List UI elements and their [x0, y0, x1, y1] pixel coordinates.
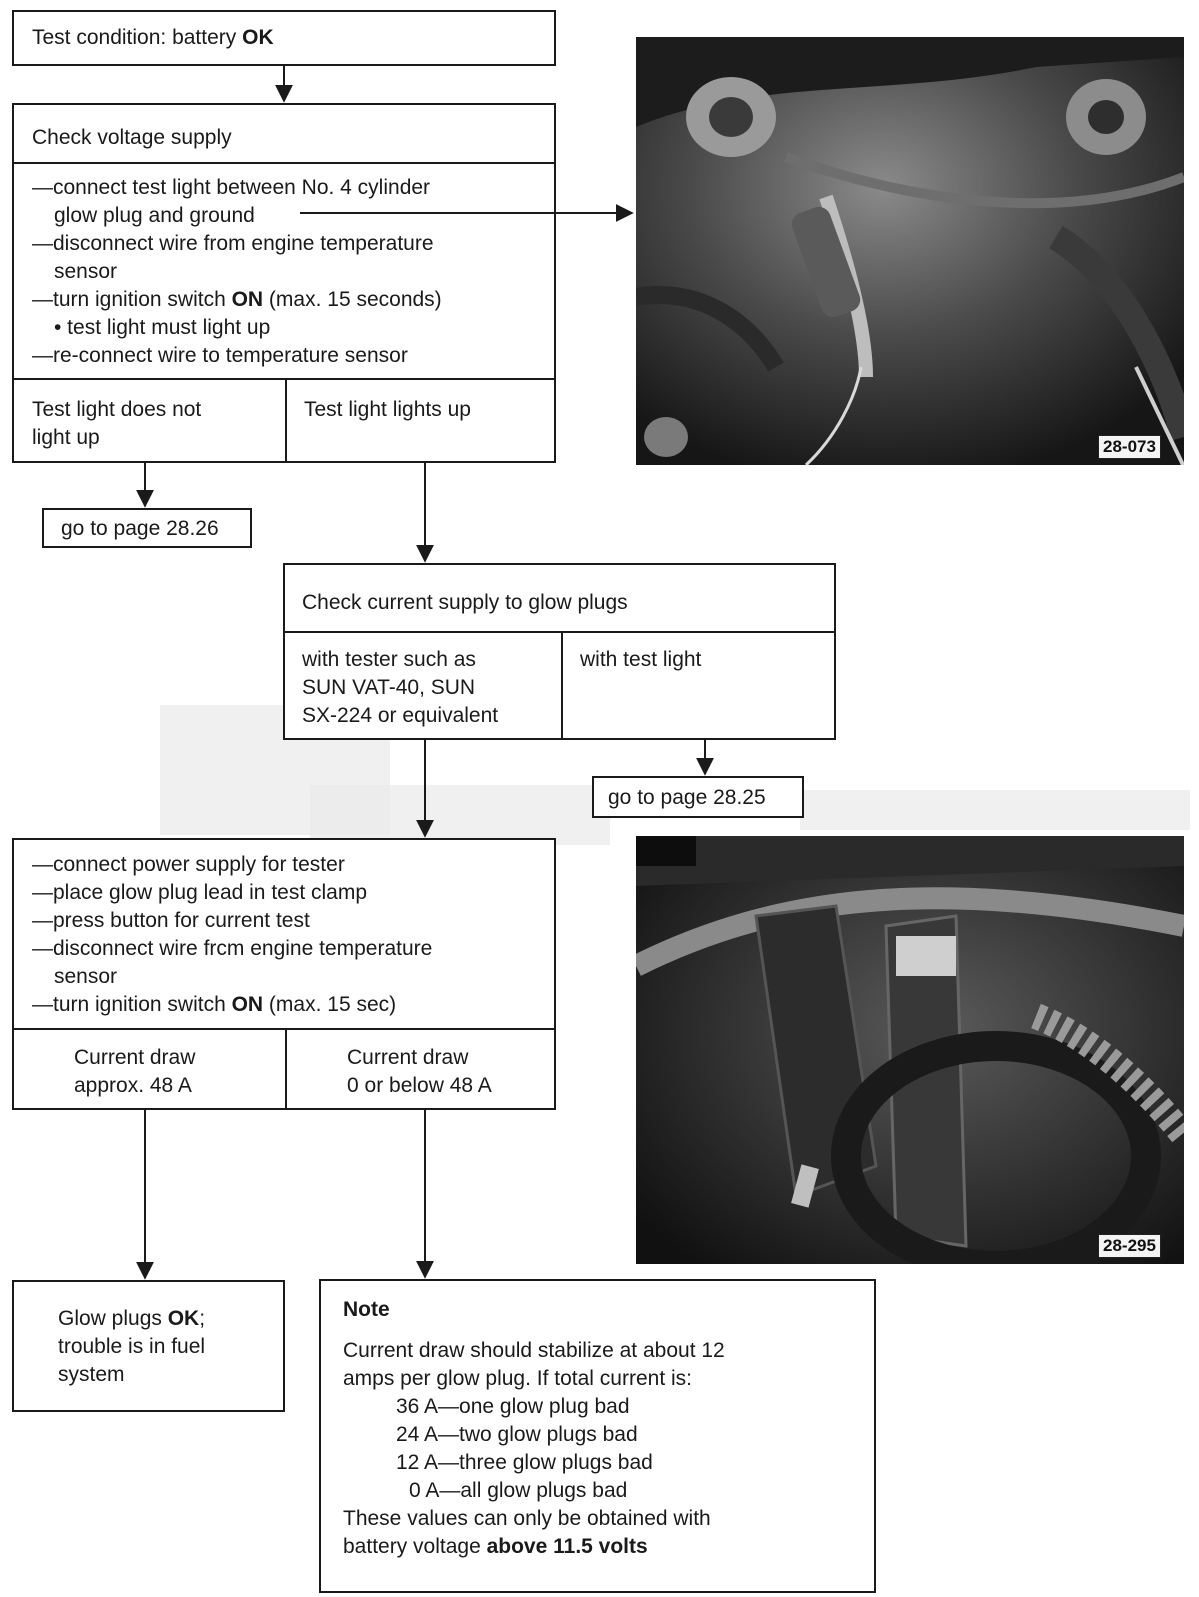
note-box: Note Current draw should stabilize at ab… [319, 1279, 876, 1593]
note-line-2: amps per glow plug. If total current is: [343, 1367, 692, 1390]
current-ok-branch: Current draw [74, 1046, 196, 1069]
branch-lights-up: Test light lights up [304, 398, 471, 421]
note-line-5: 12 A—three glow plugs bad [396, 1451, 653, 1474]
note-line-6: 0 A—all glow plugs bad [409, 1479, 628, 1502]
tester-option: with tester such as [302, 648, 476, 671]
branch-not-light: Test light does not [32, 398, 202, 421]
photo-ref-tag: 28-073 [1098, 435, 1161, 459]
current-ok-branch-cont: approx. 48 A [74, 1074, 192, 1097]
voltage-step-4: —re-connect wire to temperature sensor [32, 344, 408, 367]
note-line-3: 36 A—one glow plug bad [396, 1395, 630, 1418]
divider [285, 631, 834, 633]
check-voltage-title: Check voltage supply [32, 126, 232, 149]
goto-page-2826-text: go to page 28.26 [61, 517, 219, 540]
goto-page-2825-text: go to page 28.25 [608, 786, 766, 809]
glow-ok-line-1: Glow plugs OK; [58, 1307, 206, 1330]
voltage-step-3: —turn ignition switch ON (max. 15 second… [32, 288, 442, 311]
voltage-step-2: —disconnect wire from engine temperature [32, 232, 434, 255]
divider [14, 1028, 554, 1030]
tester-step-3: —press button for current test [32, 909, 310, 932]
divider [14, 378, 554, 380]
note-line-7: These values can only be obtained with [343, 1507, 711, 1530]
check-voltage-box: Check voltage supply —connect test light… [12, 103, 556, 463]
test-condition-box: Test condition: battery OK [12, 10, 556, 66]
note-title: Note [343, 1298, 390, 1321]
tester-step-4: —disconnect wire frcm engine temperature [32, 937, 433, 960]
divider [561, 631, 563, 738]
voltage-step-1-cont: glow plug and ground [54, 204, 255, 227]
scan-stain [800, 790, 1190, 830]
check-current-title: Check current supply to glow plugs [302, 591, 628, 614]
glow-plug-test-light-photo: 28-073 [636, 37, 1184, 465]
tester-steps-box: —connect power supply for tester —place … [12, 838, 556, 1110]
divider [285, 378, 287, 461]
test-light-option: with test light [580, 648, 702, 671]
tester-option-cont-2: SX-224 or equivalent [302, 704, 499, 727]
tester-step-2: —place glow plug lead in test clamp [32, 881, 368, 904]
glow-ok-line-2: trouble is in fuel [58, 1335, 206, 1358]
tester-option-cont-1: SUN VAT-40, SUN [302, 676, 476, 699]
glow-ok-line-3: system [58, 1363, 125, 1386]
divider [285, 1028, 287, 1108]
branch-not-light-cont: light up [32, 426, 100, 449]
goto-page-2826: go to page 28.26 [42, 508, 252, 548]
photo-engine-illustration [636, 37, 1184, 465]
glow-plug-current-clamp-photo: 28-295 [636, 836, 1184, 1264]
divider [14, 162, 554, 164]
voltage-step-2-cont: sensor [54, 260, 118, 283]
note-line-8: battery voltage above 11.5 volts [343, 1535, 648, 1558]
photo-clamp-illustration [636, 836, 1184, 1264]
check-current-box: Check current supply to glow plugs with … [283, 563, 836, 740]
goto-page-2825: go to page 28.25 [592, 776, 804, 818]
current-low-branch-cont: 0 or below 48 A [347, 1074, 492, 1097]
tester-step-4-cont: sensor [54, 965, 118, 988]
tester-step-1: —connect power supply for tester [32, 853, 345, 876]
voltage-step-3-bullet: • test light must light up [54, 316, 271, 339]
note-line-1: Current draw should stabilize at about 1… [343, 1339, 725, 1362]
tester-step-5: —turn ignition switch ON (max. 15 sec) [32, 993, 397, 1016]
note-line-4: 24 A—two glow plugs bad [396, 1423, 638, 1446]
photo-ref-tag: 28-295 [1098, 1234, 1161, 1258]
scan-stain [310, 785, 610, 845]
test-condition-text: Test condition: battery OK [32, 26, 274, 49]
current-low-branch: Current draw [347, 1046, 469, 1069]
voltage-step-1: —connect test light between No. 4 cylind… [32, 176, 431, 199]
glow-plugs-ok-box: Glow plugs OK; trouble is in fuel system [12, 1280, 285, 1412]
